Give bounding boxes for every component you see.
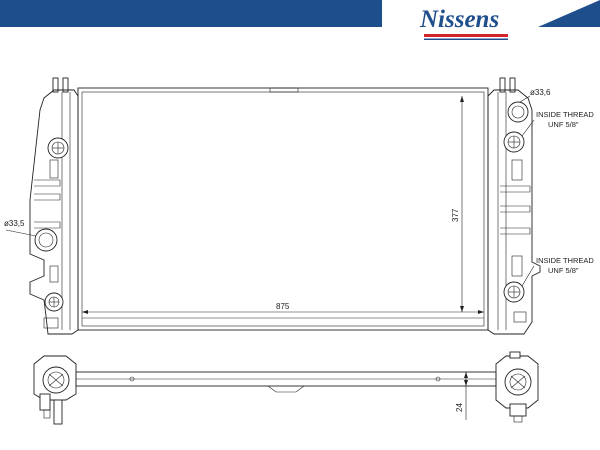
width-dimension-label: 875	[276, 302, 290, 311]
bottom-view-right-tank	[495, 351, 539, 423]
bottom-view-left-tank	[33, 355, 77, 425]
thread-note-lower-line2: UNF 5/8"	[548, 266, 579, 275]
brand-logo: Nissens	[419, 6, 499, 33]
bottom-view-bar	[75, 371, 497, 393]
width-dimension-line	[82, 310, 484, 314]
brand-logo-underline-red	[424, 34, 508, 37]
right-lower-thread-fitting	[503, 281, 525, 303]
left-upper-fitting	[47, 137, 69, 159]
thread-note-upper-line1: INSIDE THREAD	[536, 110, 594, 119]
thickness-dimension-line	[464, 372, 468, 420]
right-upper-thread-fitting	[503, 131, 525, 153]
left-lower-fitting	[44, 292, 64, 312]
inlet-diameter-label: ø33,5	[4, 219, 25, 228]
left-inlet-pipe	[34, 228, 58, 252]
thickness-dimension-label: 24	[455, 403, 464, 412]
header-banner: Nissens	[0, 0, 600, 40]
outlet-diameter-label: ø33,6	[530, 88, 551, 97]
leader-thread-lower	[521, 265, 535, 287]
thread-note-lower-line1: INSIDE THREAD	[536, 256, 594, 265]
leader-inlet-diameter	[5, 229, 37, 237]
left-tank	[29, 77, 79, 335]
height-dimension-line	[460, 96, 464, 312]
thread-note-upper-line2: UNF 5/8"	[548, 120, 579, 129]
leader-outlet-diameter	[519, 95, 531, 103]
radiator-core	[77, 87, 489, 331]
height-dimension-label: 377	[451, 208, 460, 222]
right-tank	[487, 77, 541, 335]
brand-logo-underline-navy	[424, 38, 508, 40]
right-outlet-pipe	[507, 101, 529, 123]
banner-right-stripe	[538, 0, 600, 27]
banner-left-stripe	[0, 0, 382, 27]
leader-thread-upper	[521, 119, 535, 137]
